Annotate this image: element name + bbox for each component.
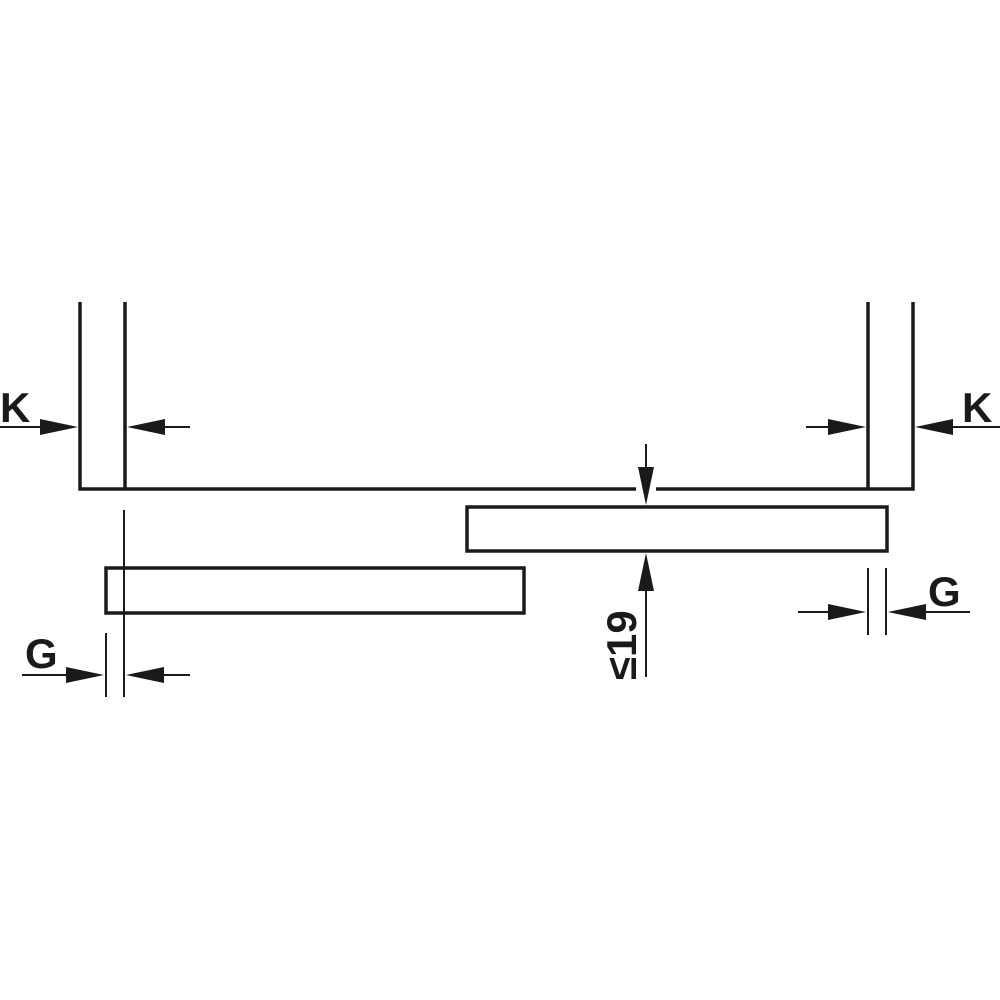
- right-door: [465, 505, 889, 553]
- g-left-inner-arrowhead: [126, 667, 164, 683]
- k-dimension-right: K: [806, 384, 1000, 435]
- cabinet-outline: [78, 302, 636, 491]
- k-right-outer-arrowhead: [915, 419, 953, 435]
- dim-label: ≤19: [598, 610, 645, 680]
- g-dimension-left: G: [22, 510, 190, 697]
- left-door: [104, 566, 526, 615]
- k-dimension-left: K: [0, 384, 190, 435]
- k-right-label: K: [962, 384, 992, 431]
- cabinet-body: [78, 302, 915, 491]
- cabinet-outline-right: [656, 302, 915, 491]
- top-arrowhead: [638, 467, 654, 505]
- g-right-outer-arrowhead: [828, 604, 866, 620]
- k-right-inner-arrowhead: [828, 419, 866, 435]
- k-left-inner-arrowhead: [127, 419, 165, 435]
- bottom-arrowhead: [638, 553, 654, 591]
- k-left-label: K: [0, 384, 30, 431]
- g-right-inner-arrowhead: [888, 604, 926, 620]
- k-left-outer-arrowhead: [40, 419, 78, 435]
- g-dimension-right: G: [798, 568, 970, 635]
- g-left-label: G: [25, 630, 58, 677]
- gap-dimension-vertical: ≤19: [598, 444, 654, 680]
- g-right-label: G: [928, 568, 961, 615]
- g-left-outer-arrowhead: [66, 667, 104, 683]
